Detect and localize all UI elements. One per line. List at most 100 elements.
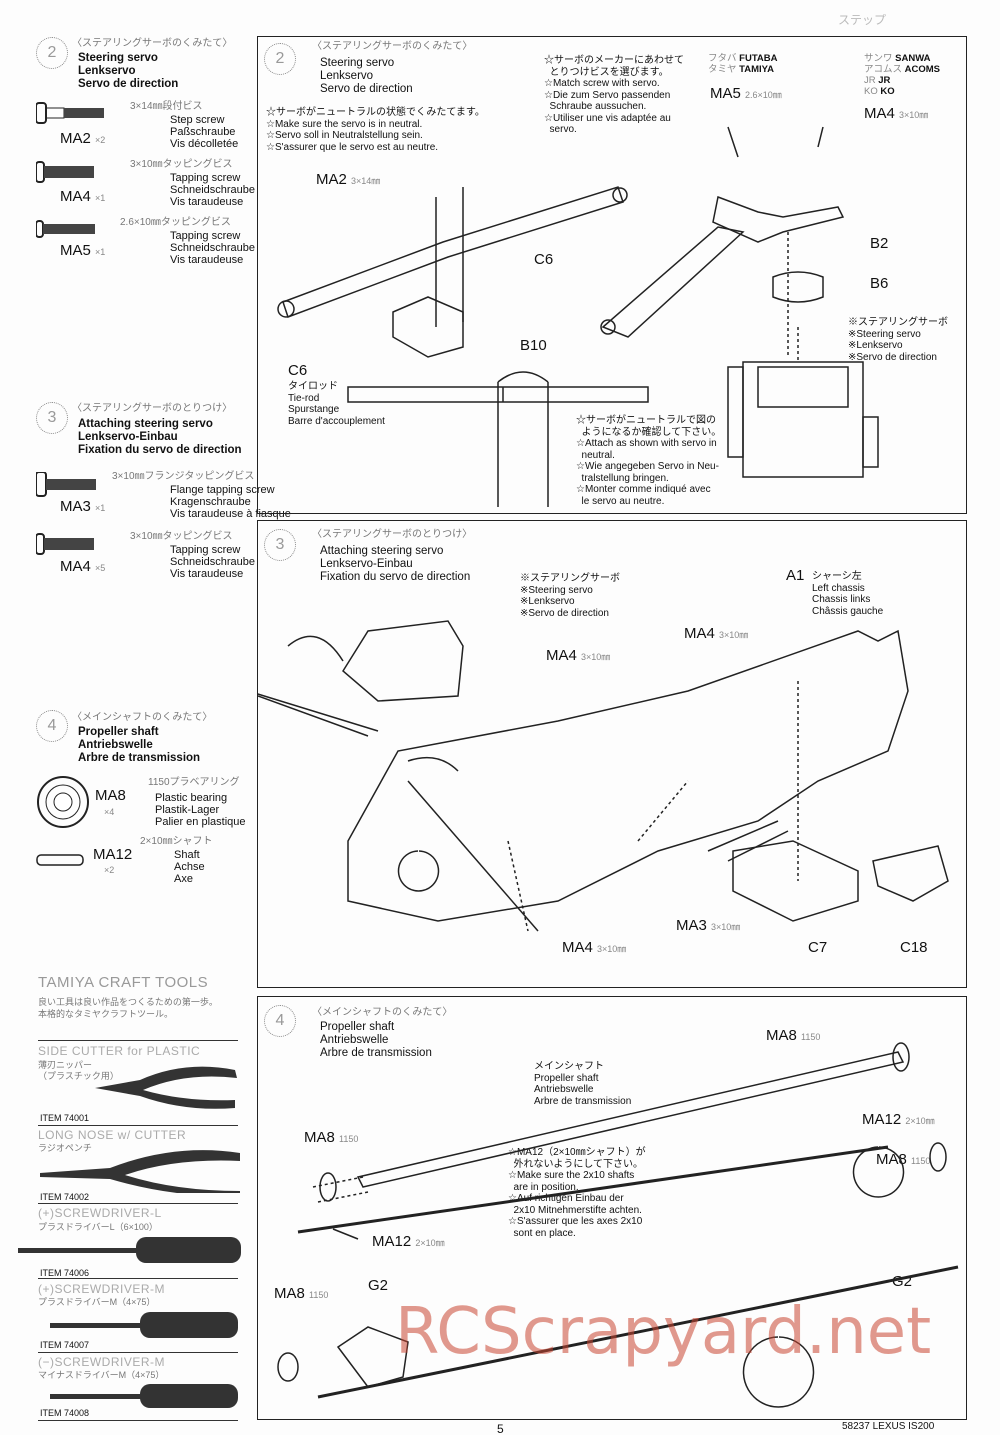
left-step4-en: Propeller shaft [78, 726, 159, 738]
part-code: MA5 [60, 242, 91, 259]
brand-jp: アコムス [864, 64, 903, 75]
step-badge: 2 [264, 43, 296, 75]
part-code: MA4 [864, 105, 895, 122]
ma4-label-a: MA4 3×10㎜ [684, 625, 748, 644]
panel1-en: Steering servo [320, 57, 395, 69]
left-step2-parts-2-fr: Vis taraudeuse [170, 254, 244, 266]
tie-rod-label: タイロッド Tie-rod Spurstange Barre d'accoupl… [288, 381, 385, 427]
panel2-fr: Fixation du servo de direction [320, 571, 471, 583]
part-code: MA3 [60, 498, 91, 515]
part-code: MA8 [304, 1129, 335, 1146]
part-qty: ×2 [95, 135, 106, 145]
left-step4-parts-1-en: Shaft [174, 849, 200, 861]
left-step4-parts-1-code: MA12 [93, 846, 133, 863]
left-tools-items-2-name: (+)SCREWDRIVER-L [38, 1206, 162, 1220]
divider [38, 1040, 238, 1041]
part-size: 1150 [911, 1156, 931, 1166]
step-2-fr: Servo de direction [78, 78, 179, 90]
panel3-fr: Arbre de transmission [320, 1047, 432, 1059]
part-size: 3×10㎜ [719, 630, 749, 640]
part-code-label: MA5 ×1 [60, 242, 105, 261]
left-step4-parts-0-fr: Palier en plastique [155, 816, 246, 828]
left-step4-de: Antriebswelle [78, 739, 153, 751]
part-code-label: MA4 ×1 [60, 188, 105, 207]
part-code: MA4 [60, 188, 91, 205]
part-code: MA8 [766, 1027, 797, 1044]
part-code: MA4 [546, 647, 577, 664]
shaft-icon [36, 854, 84, 866]
part-code: MA4 [60, 558, 91, 575]
part-code: MA12 [862, 1111, 902, 1128]
tools-title: TAMIYA CRAFT TOOLS [38, 974, 209, 991]
left-step3-de: Lenkservo-Einbau [78, 431, 178, 443]
header-corner: ステップ [838, 13, 887, 27]
step-2-en: Steering servo [78, 52, 158, 64]
part-size: 3×10㎜ [899, 110, 929, 120]
a1-label: A1 [786, 567, 805, 584]
screwdriver-m-icon [50, 1312, 238, 1338]
brand-list-1: フタバ FUTABA タミヤ TAMIYA [708, 53, 778, 75]
left-tools-items-4-name: (−)SCREWDRIVER-M [38, 1355, 165, 1369]
left-step3-parts-1-en: Tapping screw [170, 544, 241, 556]
part-code-label: MA4 ×5 [60, 558, 105, 577]
b6-label: B6 [870, 275, 889, 292]
step-2-jp: 〈ステアリングサーボのくみたて〉 [72, 38, 233, 49]
c6-label-2: C6 [288, 362, 308, 379]
part-code-label: MA3 ×1 [60, 498, 105, 517]
left-step4-parts-0-size: 1150プラベアリング [148, 777, 240, 788]
ma8-label: MA8 1150 [876, 1151, 930, 1170]
panel1-jp: 〈ステアリングサーボのくみたて〉 [312, 41, 473, 52]
b2-label: B2 [870, 235, 889, 252]
left-step3-parts-0-fr: Vis taraudeuse à fiasque [170, 508, 291, 520]
bearing-icon [37, 776, 89, 828]
left-step3-en: Attaching steering servo [78, 418, 213, 430]
brand-row: KO KO [864, 86, 940, 97]
brand-name: FUTABA [739, 53, 778, 64]
part-size: 1150 [309, 1290, 329, 1300]
ma5-label: MA5 2.6×10㎜ [710, 85, 782, 104]
ma2-label: MA2 3×14㎜ [316, 171, 380, 190]
left-tools-items-3-name: (+)SCREWDRIVER-M [38, 1282, 165, 1296]
left-step2-parts-1-en: Tapping screw [170, 172, 241, 184]
divider [38, 1278, 238, 1279]
part-qty: ×1 [95, 247, 106, 257]
step-4-badge: 4 [36, 710, 68, 742]
part-size: 3×14㎜ [351, 176, 381, 186]
left-tools-items-3-jp: プラスドライバーM（4×75） [38, 1297, 156, 1307]
ma4-label-b: MA4 3×10㎜ [546, 647, 610, 666]
left-tools-items-1-jp: ラジオペンチ [38, 1143, 92, 1153]
left-tools-items-1-name: LONG NOSE w/ CUTTER [38, 1128, 187, 1142]
left-tools-items-1-item: ITEM 74002 [40, 1192, 90, 1202]
panel2-en: Attaching steering servo [320, 545, 444, 557]
part-code: MA3 [676, 917, 707, 934]
ma3-label: MA3 3×10㎜ [676, 917, 740, 936]
ma8-label: MA8 1150 [766, 1027, 820, 1046]
side-cutter-icon [95, 1066, 237, 1109]
brand-name: JR [878, 75, 891, 86]
b10-label: B10 [520, 337, 547, 354]
part-qty: ×5 [95, 563, 106, 573]
step-screw-icon [36, 102, 104, 124]
servo-label: ※ステアリングサーボ ※Steering servo ※Lenkservo ※S… [520, 573, 620, 619]
brand-name: TAMIYA [739, 64, 774, 75]
left-tools-items-4-item: ITEM 74008 [40, 1408, 90, 1418]
part-size: 2×10㎜ [905, 1116, 935, 1126]
propeller-shaft-diagram [277, 1042, 959, 1408]
brand-jp: JR [864, 75, 876, 86]
left-step4-parts-0-en: Plastic bearing [155, 792, 228, 804]
left-step4-jp: 〈メインシャフトのくみたて〉 [72, 712, 213, 723]
match-screw-note: ☆サーボのメーカーにあわせて とりつけビスを選びます。 ☆Match screw… [544, 55, 684, 135]
part-size: 1150 [801, 1032, 821, 1042]
tapping-screw-icon [36, 220, 95, 238]
part-code: MA8 [274, 1285, 305, 1302]
left-step4-parts-1-size: 2×10㎜シャフト [140, 836, 213, 847]
flange-screw-icon [36, 472, 96, 497]
shaft-note: ☆MA12（2×10㎜シャフト）が 外れないようにして下さい。 ☆Make su… [508, 1147, 646, 1239]
left-step3-parts-1-de: Schneidschraube [170, 556, 256, 568]
brand-row: サンワ SANWA [864, 53, 940, 64]
brand-name: KO [880, 86, 895, 97]
shaft-label: メインシャフト Propeller shaft Antriebswelle Ar… [534, 1061, 632, 1107]
part-qty: ×1 [95, 503, 106, 513]
left-step2-parts-2-en: Tapping screw [170, 230, 241, 242]
